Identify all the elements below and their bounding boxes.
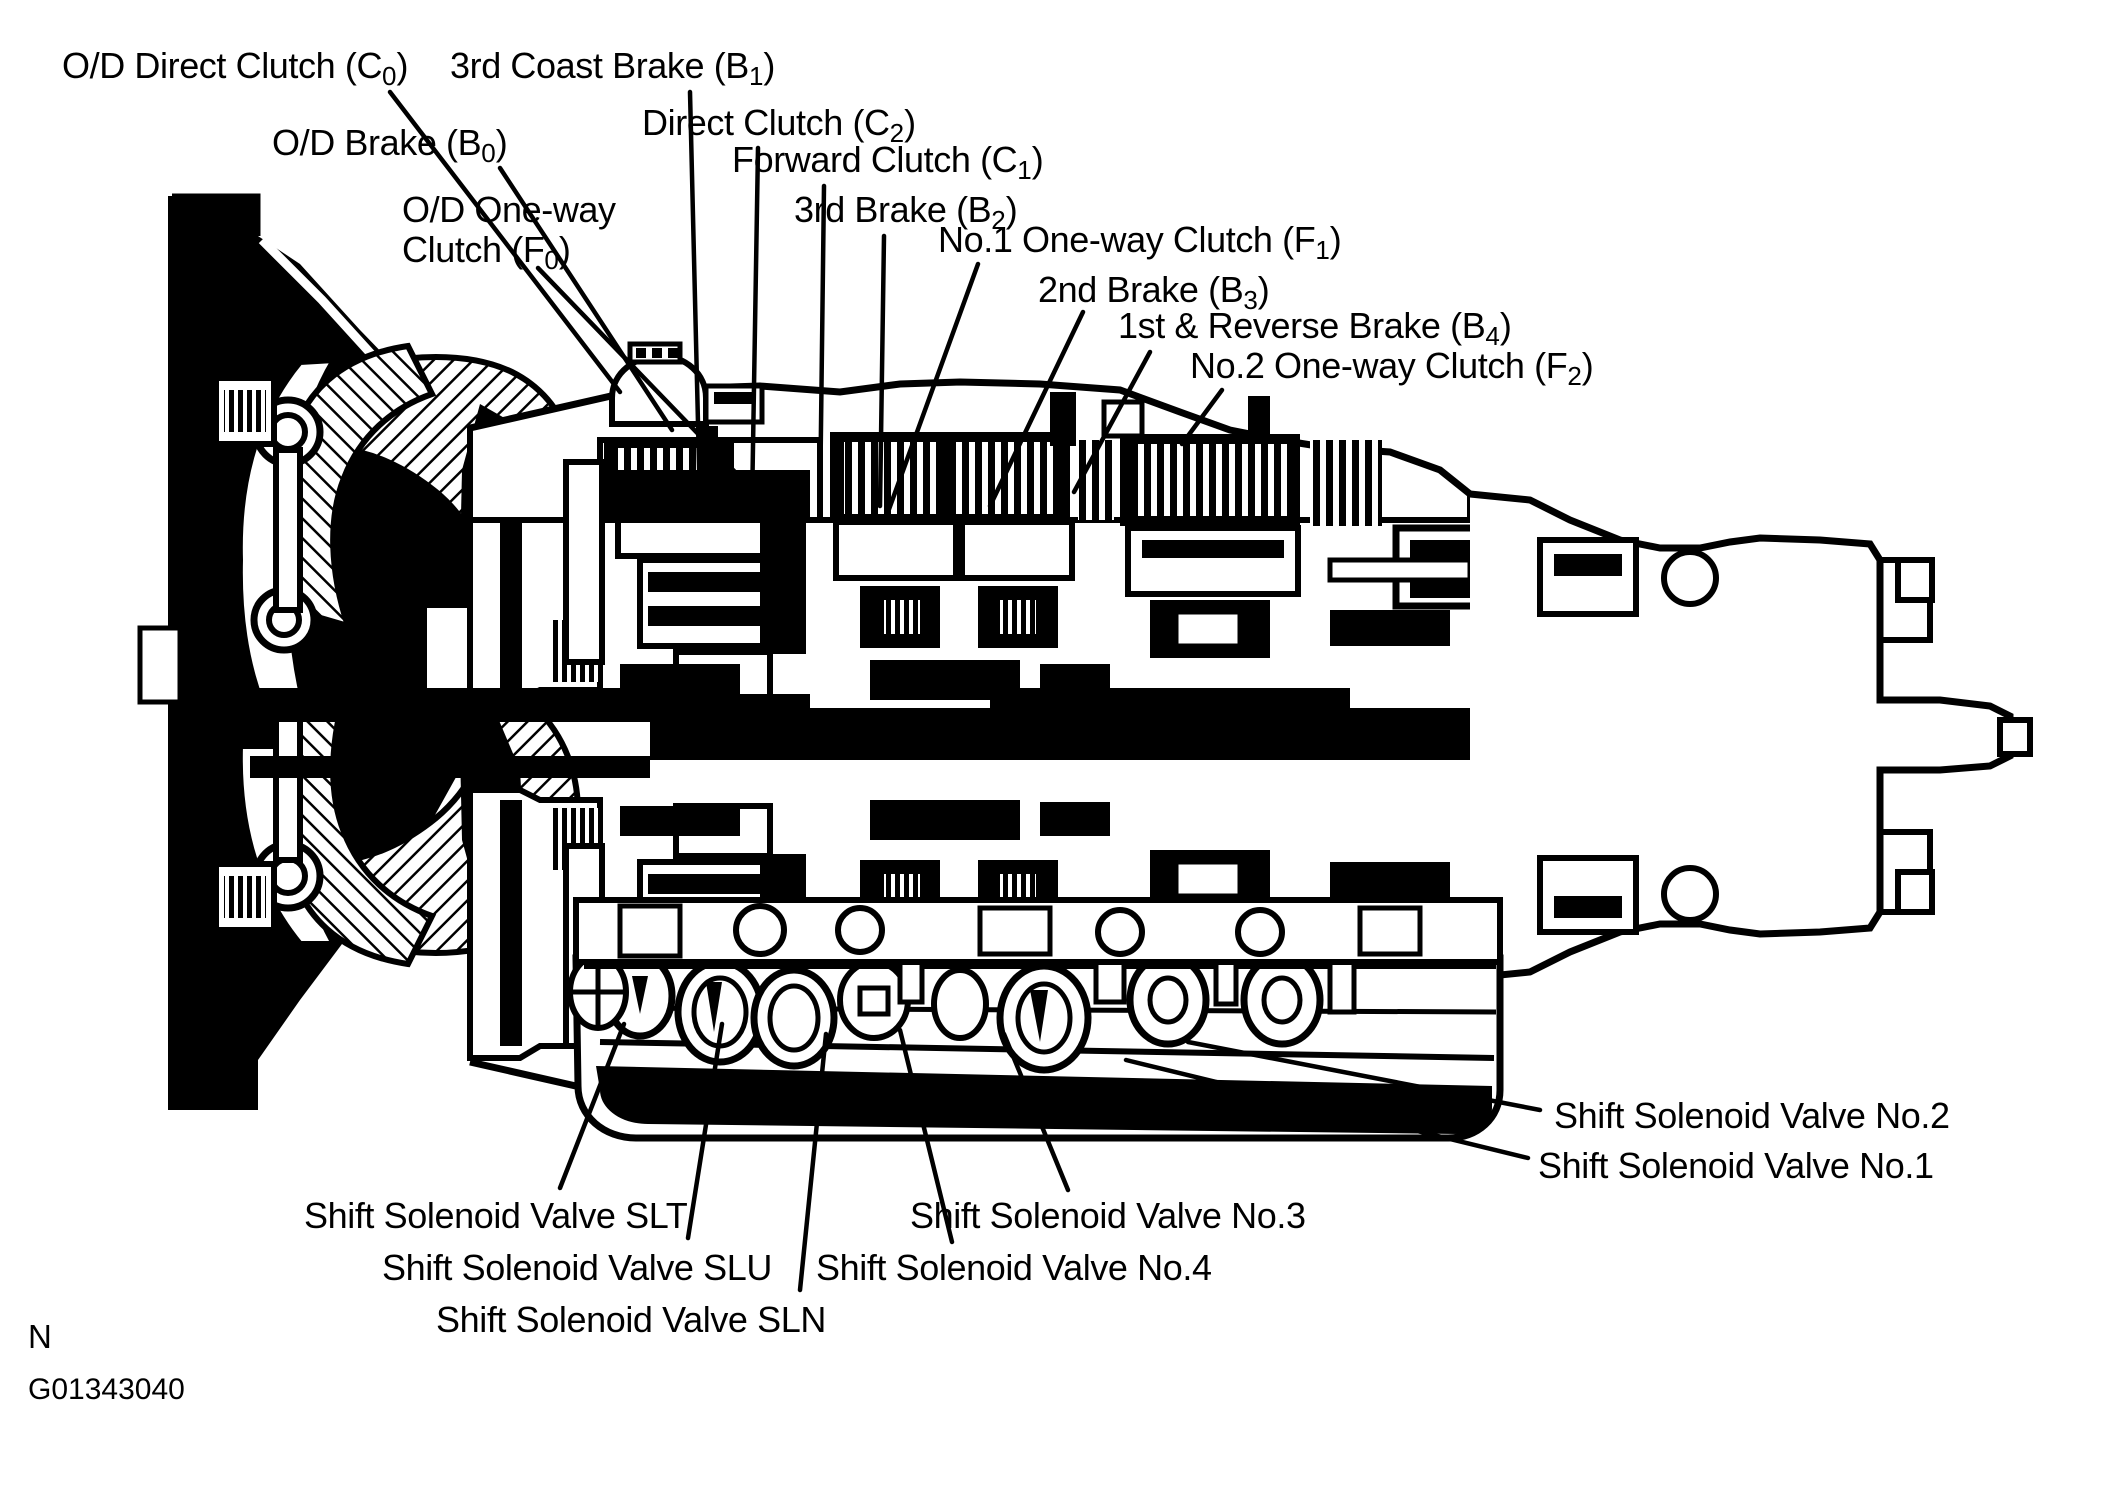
direct-clutch-drum: [833, 519, 959, 581]
planetary-ring-gear: [1125, 525, 1301, 597]
leader-sln: [797, 1031, 829, 1293]
forward-clutch-plates: [956, 442, 1060, 514]
first-reverse-brake-plates: [1310, 440, 1382, 526]
leader-b4: [1071, 349, 1153, 495]
leader-f2: [1179, 387, 1225, 447]
label-shift-solenoid-valve-sln: Shift Solenoid Valve SLN: [436, 1299, 826, 1340]
leader-c2: [749, 145, 761, 509]
forward-clutch-drum: [959, 519, 1075, 581]
parking-pawl: [1661, 549, 1719, 607]
label-od-one-way-clutch: O/D One-way Clutch (F0): [402, 189, 616, 276]
leader-b0: [497, 165, 675, 433]
label-shift-solenoid-valve-no2: Shift Solenoid Valve No.2: [1554, 1095, 1950, 1136]
output-yoke-end: [1997, 717, 2033, 757]
label-shift-solenoid-valve-slt: Shift Solenoid Valve SLT: [304, 1195, 688, 1236]
leader-f0: [535, 265, 763, 501]
label-2nd-brake: 2nd Brake (B3): [1038, 269, 1270, 315]
leader-f1: [885, 261, 981, 515]
leader-slu: [685, 1021, 725, 1241]
label-1st-reverse-brake: 1st & Reverse Brake (B4): [1118, 305, 1512, 351]
solenoid-row: [567, 952, 1324, 1074]
case-lower-detail: [573, 897, 1503, 965]
figure-code: G01343040: [28, 1373, 185, 1406]
label-3rd-brake: 3rd Brake (B2): [794, 189, 1018, 235]
leader-b1: [687, 89, 703, 509]
orientation-mark: N: [28, 1318, 52, 1355]
leader-c1: [817, 183, 827, 509]
leader-b2: [877, 233, 887, 509]
leader-ssv4: [897, 1027, 955, 1245]
label-shift-solenoid-valve-no4: Shift Solenoid Valve No.4: [816, 1247, 1212, 1288]
leader-lines: [387, 89, 1543, 1293]
extension-housing: [1469, 490, 2033, 982]
leader-b3: [987, 309, 1086, 509]
leader-ssv1: [1123, 1057, 1531, 1161]
second-brake-plates: [1132, 444, 1288, 516]
label-forward-clutch: Forward Clutch (C1): [732, 139, 1044, 185]
label-direct-clutch: Direct Clutch (C2): [642, 102, 916, 148]
front-flange-notch: [137, 625, 183, 705]
leader-c0: [387, 89, 623, 395]
leader-ssv3: [1001, 1031, 1071, 1193]
leader-slt: [557, 1021, 627, 1191]
input-shaft: [250, 688, 670, 722]
label-shift-solenoid-valve-no1: Shift Solenoid Valve No.1: [1538, 1145, 1934, 1186]
label-od-brake: O/D Brake (B0): [272, 122, 508, 168]
output-shaft: [650, 708, 1530, 760]
label-shift-solenoid-valve-slu: Shift Solenoid Valve SLU: [382, 1247, 772, 1288]
label-no1-one-way-clutch: No.1 One-way Clutch (F1): [938, 219, 1342, 265]
label-3rd-coast-brake: 3rd Coast Brake (B1): [450, 45, 775, 91]
leader-ssv2: [1185, 1039, 1543, 1113]
accumulator-cover: [609, 341, 765, 427]
label-od-direct-clutch: O/D Direct Clutch (C0): [62, 45, 409, 91]
label-shift-solenoid-valve-no3: Shift Solenoid Valve No.3: [910, 1195, 1306, 1236]
speed-sensor-boss: [1895, 557, 1935, 603]
label-no2-one-way-clutch: No.2 One-way Clutch (F2): [1190, 345, 1594, 391]
